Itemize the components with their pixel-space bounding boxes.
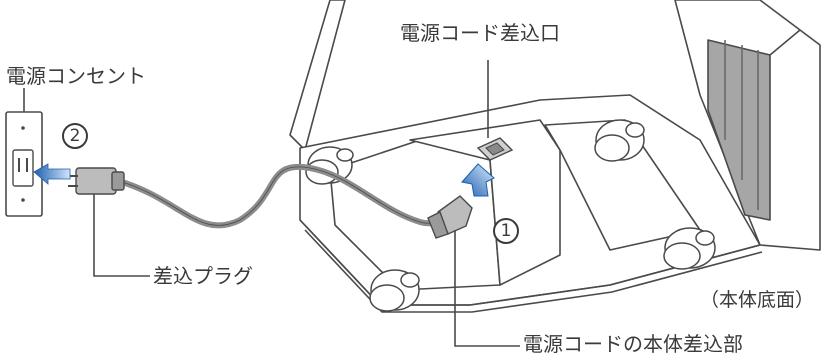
step-two-marker: 2	[62, 123, 88, 149]
view-note-label: （本体底面）	[700, 289, 815, 311]
leader-plug	[93, 194, 150, 277]
leader-lines	[23, 60, 520, 347]
caster-bottom-right	[663, 227, 716, 270]
connector-label: 電源コードの本体差込部	[523, 332, 743, 356]
outlet-label: 電源コンセント	[6, 64, 146, 88]
plug-label: 差込プラグ	[153, 264, 253, 288]
outlet-socket	[12, 149, 34, 187]
cord-wall-plug	[68, 167, 125, 195]
step-one-marker: 1	[493, 218, 519, 244]
power-inlet	[476, 137, 514, 161]
caster-top-right	[594, 119, 645, 162]
caster-top-left	[305, 146, 354, 185]
appliance-back-panel	[707, 39, 771, 221]
caster-bottom-left	[369, 269, 420, 312]
insert-arrow-inlet	[461, 163, 495, 197]
leader-connector	[454, 230, 520, 347]
appliance-left-wall	[289, 0, 346, 151]
caster-wheels	[305, 119, 716, 312]
inlet-label: 電源コード差込口	[400, 21, 560, 45]
appliance-body	[289, 0, 821, 313]
insert-arrow-outlet	[33, 163, 71, 185]
cord-body-connector	[427, 195, 473, 239]
wall-outlet	[5, 111, 43, 217]
